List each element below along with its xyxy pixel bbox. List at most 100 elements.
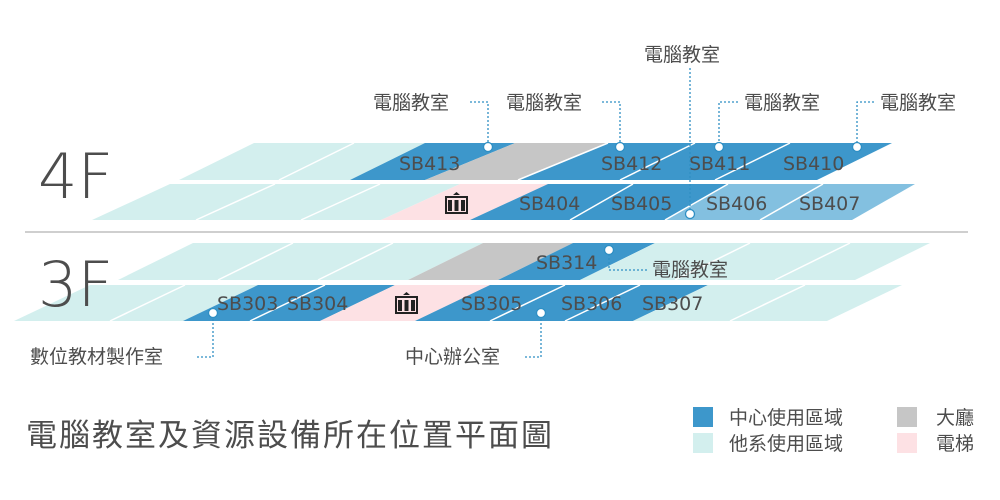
tile-3f-back-other-5 xyxy=(675,243,850,280)
tile-3f-back-other-1 xyxy=(118,243,293,280)
tile-3f-back-other-2 xyxy=(218,243,393,280)
divider-4f-front-5 xyxy=(759,183,824,221)
divider-4f-front-4 xyxy=(664,183,729,221)
room-sb413: SB413 xyxy=(399,153,460,175)
floor-label-4f: 4F xyxy=(38,140,113,213)
room-sb404: SB404 xyxy=(519,193,580,215)
elevator-icon xyxy=(445,192,468,214)
floor-4f-back-row xyxy=(179,142,892,181)
tile-3f-front-other-2 xyxy=(110,285,258,321)
room-sb411: SB411 xyxy=(689,153,750,175)
room-sb407: SB407 xyxy=(799,193,860,215)
marker-dot xyxy=(482,141,494,153)
divider-4f-back-3 xyxy=(619,142,696,181)
tile-sb307 xyxy=(565,285,708,321)
room-sb306: SB306 xyxy=(561,293,622,315)
floor-3f-back-row xyxy=(118,242,930,281)
divider-3f-front-2 xyxy=(249,284,326,322)
callout-pc-413: 電腦教室 xyxy=(373,92,449,114)
legend-swatch-other-use xyxy=(693,433,713,453)
divider-3f-front-1 xyxy=(109,284,186,322)
callout-pc-314: 電腦教室 xyxy=(652,259,728,281)
tile-4f-front-other-2 xyxy=(196,184,380,220)
leader-pc-412 xyxy=(602,101,621,147)
room-sb305: SB305 xyxy=(461,293,522,315)
divider-3f-front-5 xyxy=(729,284,806,322)
tile-sb410 xyxy=(715,143,892,180)
tile-3f-back-other-3 xyxy=(318,243,483,280)
callout-pc-411: 電腦教室 xyxy=(744,92,820,114)
divider-3f-back-4 xyxy=(774,242,851,281)
legend-label-elevator: 電梯 xyxy=(936,433,974,455)
tile-sb303 xyxy=(183,285,325,321)
tile-sb306 xyxy=(490,285,640,321)
marker-dot xyxy=(851,141,863,153)
callout-pc-405: 電腦教室 xyxy=(644,44,720,66)
divider-4f-front-2 xyxy=(300,183,381,221)
divider-3f-front-4 xyxy=(564,284,641,322)
room-sb412: SB412 xyxy=(601,153,662,175)
tile-3f-front-other-3 xyxy=(633,285,805,321)
marker-dot xyxy=(207,307,219,319)
tile-sb413 xyxy=(350,143,515,180)
tile-3f-lobby xyxy=(408,243,573,280)
marker-dot xyxy=(603,244,615,256)
floor-3f-front-row xyxy=(14,284,902,322)
leader-pc-410 xyxy=(856,101,874,147)
tile-sb411 xyxy=(620,143,790,180)
marker-dot xyxy=(713,141,725,153)
legend-swatch-lobby xyxy=(897,407,917,427)
elevator-icon xyxy=(395,292,418,314)
divider-3f-back-3 xyxy=(674,242,751,281)
tile-4f-front-other-1 xyxy=(92,184,275,220)
room-sb314: SB314 xyxy=(536,252,597,274)
tile-sb404 xyxy=(470,184,633,220)
leader-digital-media xyxy=(197,313,214,358)
divider-4f-front-3 xyxy=(569,183,634,221)
tile-sb305 xyxy=(415,285,565,321)
legend-label-other-use: 他系使用區域 xyxy=(729,433,843,455)
callout-center-office: 中心辦公室 xyxy=(405,346,500,368)
leader-pc-413 xyxy=(470,101,489,147)
leader-pc-411 xyxy=(718,101,738,147)
divider-3f-front-3 xyxy=(489,284,566,322)
tile-sb406 xyxy=(665,184,823,220)
divider-3f-back-1 xyxy=(217,242,294,281)
callout-pc-412: 電腦教室 xyxy=(506,92,582,114)
tile-4f-front-other-3 xyxy=(301,184,460,220)
legend-swatch-center-use xyxy=(693,407,713,427)
tile-sb412 xyxy=(518,143,695,180)
leader-center-office xyxy=(525,313,542,358)
leader-pc-314 xyxy=(608,250,648,271)
tile-4f-lobby xyxy=(425,143,608,180)
divider-4f-back-1 xyxy=(278,142,355,181)
room-sb405: SB405 xyxy=(611,193,672,215)
legend-swatch-elevator xyxy=(897,433,917,453)
floor-4f-front-row xyxy=(92,183,915,221)
room-sb307: SB307 xyxy=(642,293,703,315)
tile-3f-back-other-6 xyxy=(775,243,930,280)
tile-3f-front-other-4 xyxy=(730,285,902,321)
divider-4f-back-4 xyxy=(714,142,791,181)
marker-dot xyxy=(684,208,696,220)
room-sb406: SB406 xyxy=(706,193,767,215)
room-sb410: SB410 xyxy=(783,153,844,175)
page-title: 電腦教室及資源設備所在位置平面圖 xyxy=(26,418,554,454)
legend: 中心使用區域 他系使用區域 大廳 電梯 xyxy=(693,407,974,455)
room-sb304: SB304 xyxy=(287,293,348,315)
floor-label-3f: 3F xyxy=(38,248,113,321)
tile-sb314 xyxy=(498,243,655,280)
divider-3f-back-2 xyxy=(317,242,394,281)
callout-digital-media: 數位教材製作室 xyxy=(30,346,163,368)
divider-4f-front-1 xyxy=(195,183,276,221)
legend-label-lobby: 大廳 xyxy=(936,407,974,429)
divider-4f-back-2 xyxy=(517,142,609,181)
room-sb303: SB303 xyxy=(217,293,278,315)
tile-3f-front-other-1 xyxy=(14,285,185,321)
tile-4f-back-other-1 xyxy=(179,143,354,180)
legend-label-center-use: 中心使用區域 xyxy=(729,407,843,429)
tile-sb405 xyxy=(570,184,728,220)
tile-sb407 xyxy=(760,184,915,220)
tile-sb304 xyxy=(250,285,395,321)
marker-dot xyxy=(614,141,626,153)
